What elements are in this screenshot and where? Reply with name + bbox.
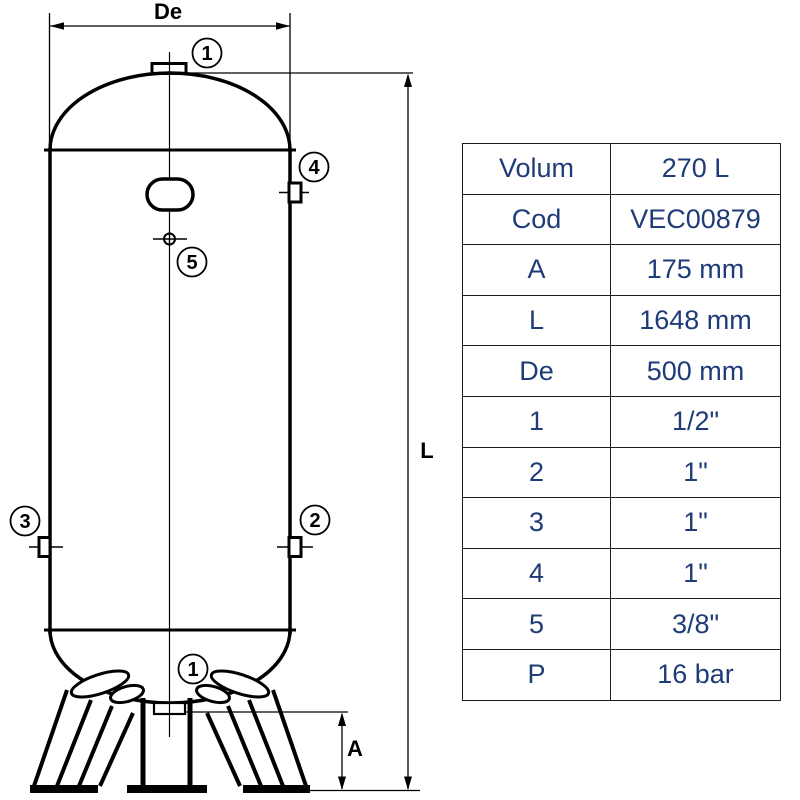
callout-number: 1 (201, 43, 212, 65)
spec-value: 1" (610, 497, 781, 549)
leg-left-inner-line2 (98, 712, 135, 787)
spec-label: 2 (462, 446, 611, 499)
table-row: Volum 270 L (462, 143, 781, 195)
spec-value: 1" (610, 446, 781, 499)
spec-label: 1 (462, 395, 611, 448)
leg-pad-right-inner (195, 683, 231, 705)
spec-label: P (462, 648, 611, 701)
l-dimension-label: L (420, 438, 433, 463)
foot-right (243, 785, 310, 793)
leg-pad-left-outer (69, 669, 131, 699)
foot-left (30, 785, 98, 793)
callout-balloons: 1 4 5 3 2 1 (9, 37, 331, 685)
dimension-l: L (186, 72, 434, 792)
fitting-3 (29, 536, 63, 558)
spec-value: 16 bar (610, 648, 781, 701)
table-row: Cod VEC00879 (462, 193, 781, 246)
spec-label: A (462, 244, 611, 296)
table-row: P 16 bar (462, 648, 781, 701)
table-row: L 1648 mm (462, 294, 781, 347)
spec-label: Volum (462, 143, 611, 195)
top-port-fitting (150, 62, 188, 75)
callout-side-right: 2 (299, 504, 331, 536)
spec-label: L (462, 294, 611, 347)
callout-side-upper-right: 4 (298, 151, 330, 183)
fitting-2 (277, 536, 313, 558)
callout-number: 2 (309, 510, 320, 532)
l-arrow-bottom (404, 776, 412, 790)
a-arrow-top (338, 712, 346, 726)
de-dimension-label: De (154, 0, 182, 24)
leg-right-inner-line2 (205, 712, 242, 787)
table-row: 4 1" (462, 547, 781, 600)
callout-circle (176, 246, 208, 278)
table-row: 3 1" (462, 497, 781, 549)
leg-right-outer-line1 (271, 689, 308, 787)
leg-pad-right-outer (209, 669, 271, 699)
fitting-5-drain-symbol (153, 232, 187, 246)
spec-label: Cod (462, 193, 611, 246)
spec-value: 1" (610, 547, 781, 600)
callout-number: 1 (187, 659, 198, 681)
spec-value: 3/8" (610, 598, 781, 650)
fitting-2-port (287, 536, 303, 558)
spec-value: VEC00879 (610, 193, 781, 246)
de-arrow-left (50, 22, 64, 30)
leg-left-outer-line2 (55, 699, 93, 787)
foot-center (127, 785, 207, 793)
leg-right-inner-line1 (226, 705, 263, 787)
de-arrow-right (276, 22, 290, 30)
fitting-3-port (37, 536, 52, 558)
leg-right-outer-line2 (247, 699, 285, 787)
inspection-oval (145, 177, 195, 212)
dimension-a: A (184, 711, 363, 790)
table-row: A 175 mm (462, 244, 781, 296)
leg-pad-left-inner (109, 683, 145, 705)
leg-left-outer-line1 (32, 689, 69, 787)
callout-circle (299, 504, 331, 536)
spec-label: De (462, 345, 611, 397)
support-legs (30, 669, 310, 793)
callout-number: 3 (19, 511, 30, 533)
callout-drain-mid: 5 (176, 246, 208, 278)
table-row: 1 1/2" (462, 395, 781, 448)
a-arrow-bottom (338, 776, 346, 790)
callout-number: 4 (308, 157, 320, 179)
spec-value: 175 mm (610, 244, 781, 296)
a-dimension-label: A (347, 736, 363, 761)
spec-label: 5 (462, 598, 611, 650)
spec-value: 500 mm (610, 345, 781, 397)
callout-top-port: 1 (191, 37, 223, 69)
dimension-de: De (48, 0, 291, 148)
spec-label: 3 (462, 497, 611, 549)
callout-bottom-port: 1 (177, 653, 209, 685)
callout-circle (177, 653, 209, 685)
table-row: De 500 mm (462, 345, 781, 397)
callout-circle (298, 151, 330, 183)
tank-diagram: De L A (9, 0, 434, 793)
callout-circle (191, 37, 223, 69)
leg-left-inner-line1 (77, 705, 114, 787)
callout-circle (9, 505, 41, 537)
table-row: 5 3/8" (462, 598, 781, 650)
table-row: 2 1" (462, 446, 781, 499)
callout-number: 5 (186, 252, 197, 274)
fitting-4-port (287, 181, 303, 204)
spec-value: 1/2" (610, 395, 781, 448)
spec-value: 1648 mm (610, 294, 781, 347)
spec-table: Volum 270 L Cod VEC00879 A 175 mm L 1648… (462, 143, 781, 701)
l-arrow-top (404, 73, 412, 87)
spec-value: 270 L (610, 143, 781, 195)
spec-label: 4 (462, 547, 611, 600)
callout-side-left: 3 (9, 505, 41, 537)
fitting-4 (279, 181, 309, 204)
